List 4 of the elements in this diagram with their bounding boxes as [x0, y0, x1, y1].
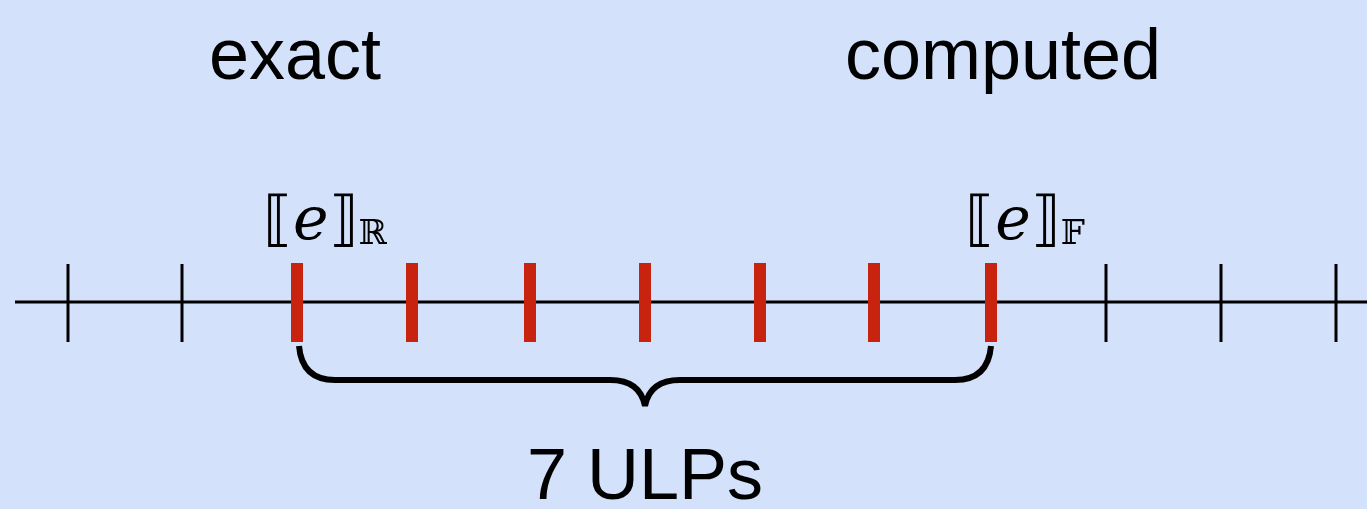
label-text: exact — [208, 18, 382, 90]
measure-label: 7 ULPs — [526, 438, 764, 509]
math-label: ⟦e⟧$_{𝔽}$ — [965, 188, 1085, 250]
math-label: ⟦e⟧$_{ℝ}$ — [263, 188, 387, 250]
